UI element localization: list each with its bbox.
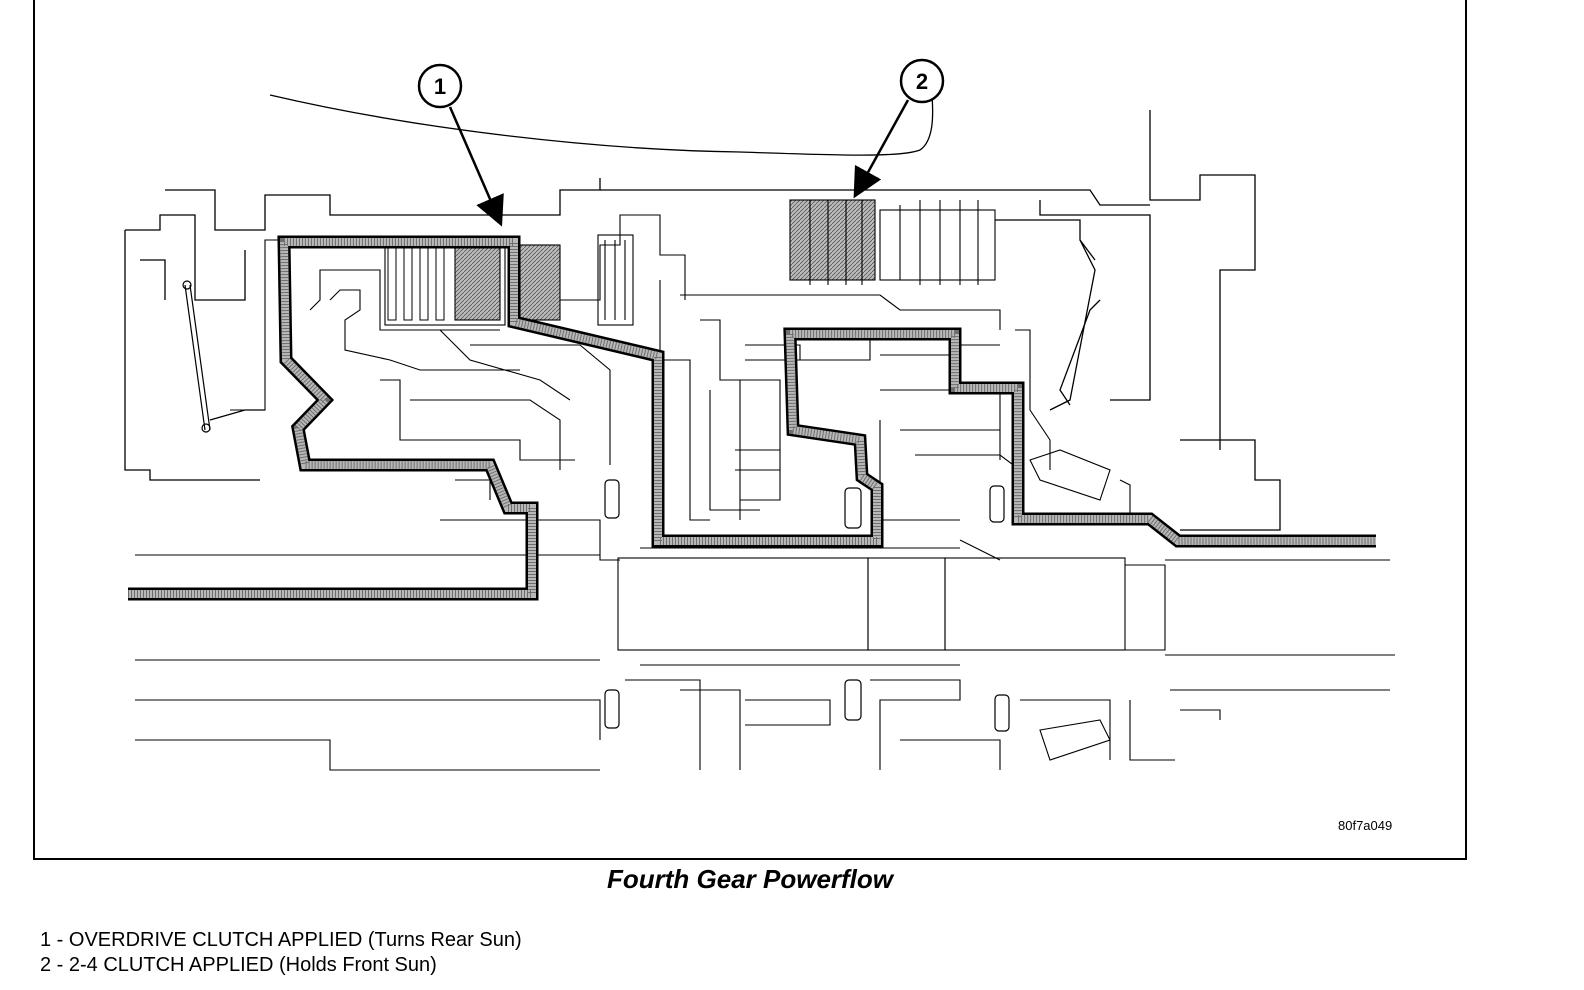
callout-2-circle <box>899 58 945 104</box>
callout-1: 1 <box>417 63 504 227</box>
housing-outline <box>124 94 1281 531</box>
legend-item-2: 2 - 2-4 CLUTCH APPLIED (Holds Front Sun) <box>40 954 437 976</box>
figure-id: 80f7a049 <box>1338 818 1393 833</box>
clutch-packs <box>384 199 996 326</box>
power-flow-path <box>128 235 1376 601</box>
seal-rings <box>604 479 1010 732</box>
diagram-frame <box>33 0 1467 860</box>
callout-1-number: 1 <box>434 74 446 99</box>
legend-item-1: 1 - OVERDRIVE CLUTCH APPLIED (Turns Rear… <box>40 929 522 951</box>
figure-caption: Fourth Gear Powerflow <box>606 864 894 894</box>
callout-1-leader <box>448 106 504 227</box>
accumulator-spring <box>182 280 265 433</box>
callout-2-leader <box>853 99 910 199</box>
callout-1-circle <box>417 63 463 109</box>
callout-2-number: 2 <box>916 69 928 94</box>
callout-2: 2 <box>853 58 945 199</box>
mainshaft <box>135 539 1395 771</box>
callout-legend: 1 - OVERDRIVE CLUTCH APPLIED (Turns Rear… <box>40 928 522 978</box>
